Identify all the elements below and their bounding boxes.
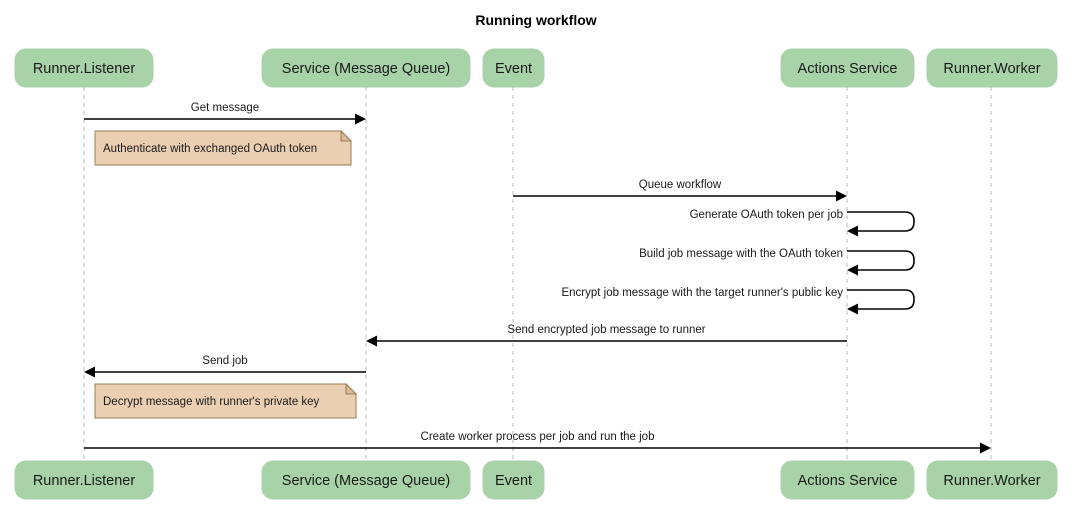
message-arrowhead	[84, 366, 95, 378]
participant-label: Event	[495, 473, 532, 489]
participant-box	[926, 460, 1058, 500]
participant-runner-worker-top[interactable]: Runner.Worker	[926, 48, 1058, 88]
participant-box	[14, 48, 154, 88]
message-line	[847, 250, 915, 271]
message-generate-oauth-token-per-job[interactable]: Generate OAuth token per job	[690, 209, 915, 237]
participant-label: Event	[495, 61, 532, 77]
participant-box	[14, 460, 154, 500]
participant-runner-listener-bottom[interactable]: Runner.Listener	[14, 460, 154, 500]
participant-runner-worker-bottom[interactable]: Runner.Worker	[926, 460, 1058, 500]
participant-actions-service-top[interactable]: Actions Service	[780, 48, 915, 88]
note-label: Authenticate with exchanged OAuth token	[103, 143, 317, 155]
participant-actions-service-bottom[interactable]: Actions Service	[780, 460, 915, 500]
message-arrowhead	[847, 303, 858, 315]
participant-service-message-queue-top[interactable]: Service (Message Queue)	[261, 48, 471, 88]
message-arrowhead	[847, 225, 858, 237]
participant-label: Service (Message Queue)	[282, 473, 450, 489]
diagram-title: Running workflow	[475, 12, 596, 28]
participants-footer-group: Runner.Listener Service (Message Queue) Ev…	[14, 460, 1058, 500]
participant-box	[482, 48, 545, 88]
message-arrowhead	[847, 264, 858, 276]
message-arrowhead	[366, 335, 377, 347]
participant-box	[482, 460, 545, 500]
message-arrowhead	[980, 442, 991, 454]
message-get-message[interactable]: Get message	[84, 102, 366, 125]
message-label: Send job	[202, 355, 247, 367]
message-label: Encrypt job message with the target runn…	[561, 287, 843, 299]
message-label: Send encrypted job message to runner	[507, 324, 705, 336]
note-body	[94, 383, 357, 419]
note-fold-corner-icon	[345, 382, 358, 395]
message-queue-workflow[interactable]: Queue workflow	[513, 179, 847, 202]
participant-box	[780, 48, 915, 88]
message-send-job[interactable]: Send job	[84, 355, 366, 378]
message-arrowhead	[836, 190, 847, 202]
participant-label: Actions Service	[798, 61, 898, 77]
message-label: Get message	[191, 102, 259, 114]
message-build-job-message-with-the-oauth-token[interactable]: Build job message with the OAuth token	[639, 248, 915, 276]
participant-label: Runner.Listener	[33, 473, 136, 489]
message-arrowhead	[355, 113, 366, 125]
participant-runner-listener-top[interactable]: Runner.Listener	[14, 48, 154, 88]
message-line	[847, 289, 915, 310]
note-fold-corner-icon	[340, 129, 353, 142]
note-label: Decrypt message with runner's private ke…	[103, 396, 320, 408]
participant-event-top[interactable]: Event	[482, 48, 545, 88]
note-body	[94, 130, 352, 166]
participant-label: Service (Message Queue)	[282, 61, 450, 77]
notes-group: Authenticate with exchanged OAuth tokenD…	[94, 129, 358, 419]
message-send-encrypted-job-message-to-runner[interactable]: Send encrypted job message to runner	[366, 324, 847, 347]
participants-header-group: Runner.Listener Service (Message Queue) Ev…	[14, 48, 1058, 88]
message-encrypt-job-message-with-the-target-runners-public-key[interactable]: Encrypt job message with the target runn…	[561, 287, 915, 315]
participant-label: Runner.Worker	[943, 473, 1040, 489]
note-decrypt: Decrypt message with runner's private ke…	[94, 382, 358, 419]
participant-box	[261, 48, 471, 88]
participant-box	[780, 460, 915, 500]
message-create-worker-process-per-job-and-run-the-job[interactable]: Create worker process per job and run th…	[84, 431, 991, 454]
lifelines-group	[83, 87, 992, 461]
message-label: Build job message with the OAuth token	[639, 248, 843, 260]
participant-label: Runner.Worker	[943, 61, 1040, 77]
participant-box	[261, 460, 471, 500]
participant-event-bottom[interactable]: Event	[482, 460, 545, 500]
participant-label: Actions Service	[798, 473, 898, 489]
participant-label: Runner.Listener	[33, 61, 136, 77]
message-label: Queue workflow	[639, 179, 722, 191]
message-label: Generate OAuth token per job	[690, 209, 843, 221]
note-authenticate: Authenticate with exchanged OAuth token	[94, 129, 353, 166]
participant-service-message-queue-bottom[interactable]: Service (Message Queue)	[261, 460, 471, 500]
participant-box	[926, 48, 1058, 88]
message-line	[847, 211, 915, 232]
message-label: Create worker process per job and run th…	[421, 431, 655, 443]
